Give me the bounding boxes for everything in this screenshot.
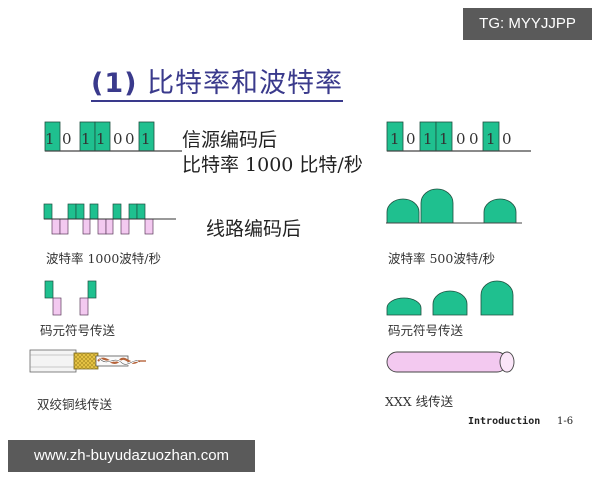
- bit: 0: [62, 130, 72, 148]
- bit: 1: [96, 130, 106, 148]
- bit: 1: [81, 130, 91, 148]
- bit: 1: [423, 130, 433, 148]
- left-symbol-label: 码元符号传送: [40, 323, 116, 338]
- slide-title: (1) 比特率和波特率: [91, 68, 344, 102]
- bit: 0: [456, 130, 466, 148]
- bit: 0: [113, 130, 123, 148]
- right-symbol-domes: [386, 280, 514, 316]
- title-number: (1): [91, 68, 138, 99]
- footer-section: Introduction: [468, 416, 541, 427]
- bit: 0: [125, 130, 135, 148]
- bit: 1: [486, 130, 496, 148]
- right-symbol-label: 码元符号传送: [388, 323, 464, 338]
- right-source-bit-diagram: [386, 121, 531, 152]
- bit: 1: [141, 130, 151, 148]
- bit: 0: [406, 130, 416, 148]
- bit: 0: [469, 130, 479, 148]
- bit-rate-label: 比特率 1000 比特/秒: [182, 154, 363, 176]
- left-baud-label: 波特率 1000波特/秒: [46, 251, 161, 266]
- right-baud-label: 波特率 500波特/秒: [388, 251, 496, 266]
- left-symbol-pulses: [44, 280, 97, 316]
- bit: 1: [439, 130, 449, 148]
- title-text: 比特率和波特率: [147, 68, 344, 99]
- right-cable-label: XXX 线传送: [385, 394, 454, 409]
- line-coded-waveform: [43, 203, 176, 235]
- source-coded-label: 信源编码后: [182, 129, 278, 151]
- multilevel-dome-waveform: [386, 188, 522, 224]
- watermark-url-badge: www.zh-buyudazuozhan.com: [8, 440, 255, 472]
- bit: 0: [502, 130, 512, 148]
- left-cable-label: 双绞铜线传送: [37, 397, 113, 412]
- footer-page-number: 1-6: [557, 416, 574, 427]
- bit: 1: [45, 130, 55, 148]
- left-source-bit-diagram: [44, 121, 182, 152]
- line-coded-label: 线路编码后: [206, 218, 302, 240]
- generic-cable-cylinder: [386, 351, 515, 373]
- bit: 1: [390, 130, 400, 148]
- twisted-copper-cable-illustration: [29, 349, 146, 373]
- watermark-tg-badge: TG: MYYJJPP: [463, 8, 592, 40]
